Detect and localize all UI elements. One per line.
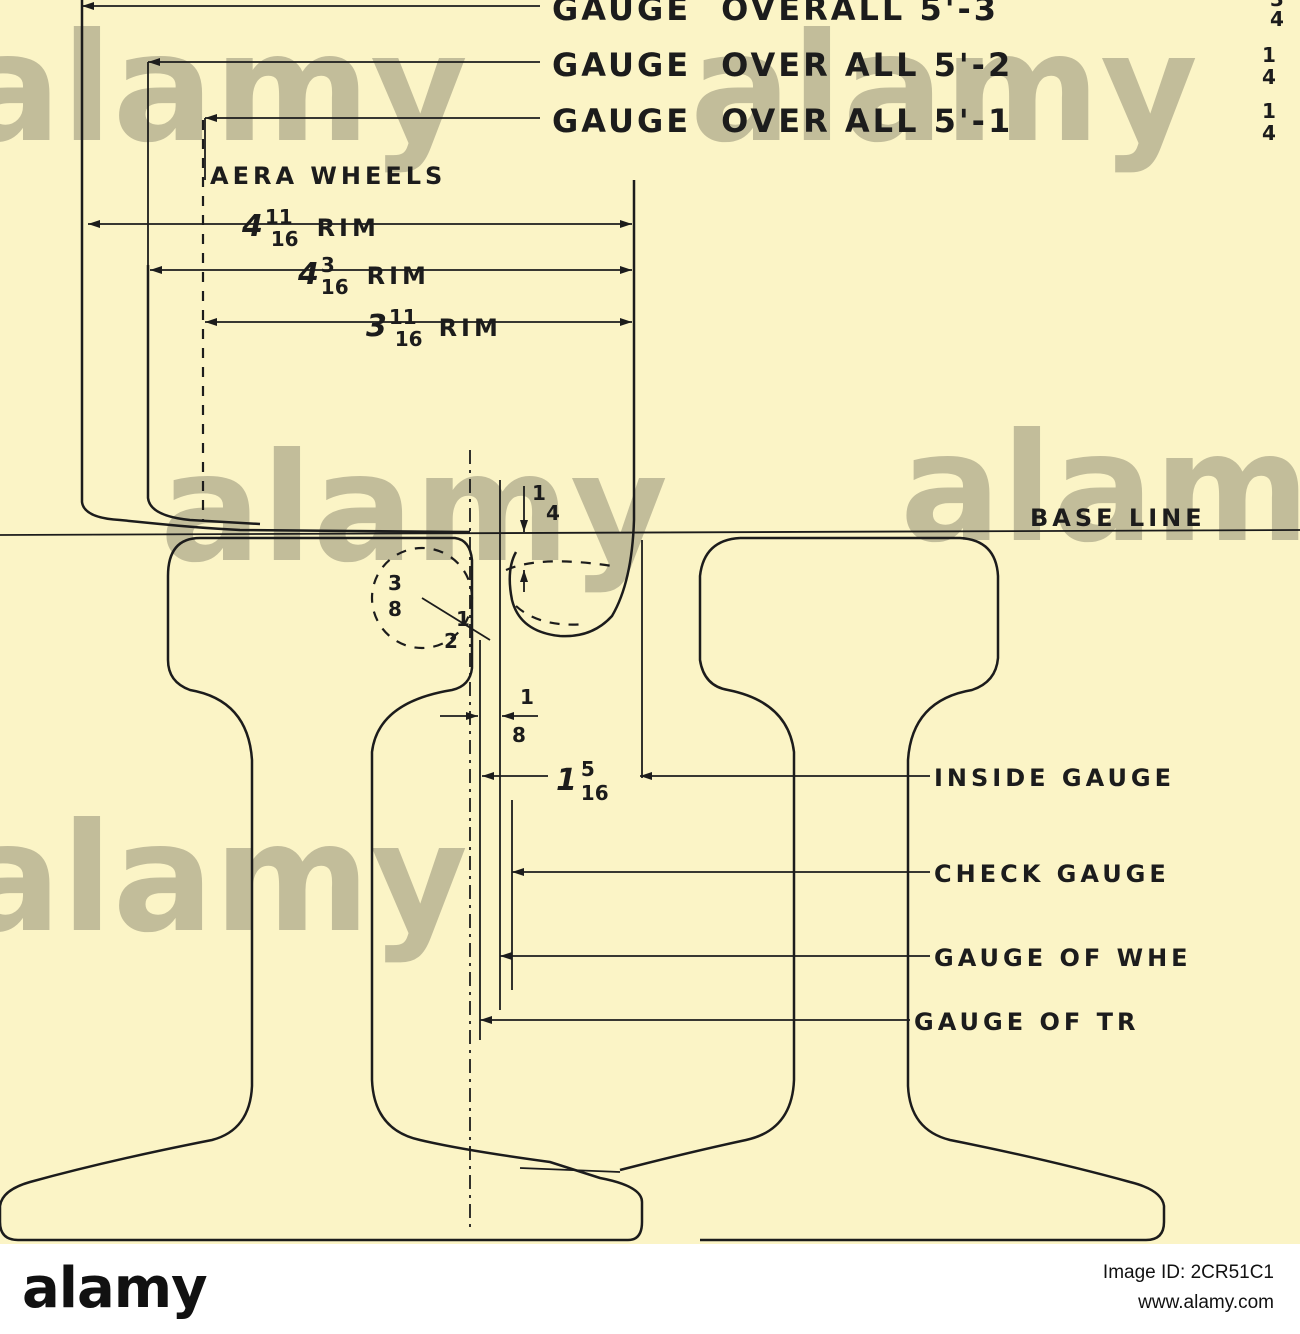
site-url[interactable]: www.alamy.com <box>1138 1292 1274 1313</box>
overall-gauge-label-2-den: 4 <box>1262 65 1276 89</box>
inside-gauge-label: INSIDE GAUGE <box>934 764 1175 792</box>
watermark-3: alamy <box>160 422 668 596</box>
left-rail <box>0 536 644 1242</box>
quarter-dim-num: 1 <box>532 481 546 505</box>
radius-dim-num: 3 <box>388 571 402 595</box>
radius-line <box>421 597 491 641</box>
alamy-logo[interactable]: alamy <box>22 1256 208 1321</box>
overall-gauge-label-3-den: 4 <box>1262 121 1276 145</box>
wheel-gauge-label: GAUGE OF WHE <box>934 944 1192 972</box>
aera-wheels-label: AERA WHEELS <box>210 162 446 190</box>
overall-gauge-label-3-num: 1 <box>1262 99 1276 123</box>
footer-bar: alamy Image ID: 2CR51C1 www.alamy.com <box>0 1244 1300 1334</box>
flange-dashed-bottom <box>515 605 587 626</box>
half-dim-den: 2 <box>444 629 458 653</box>
wheel-flange <box>508 180 636 638</box>
watermark-5: alamy <box>0 792 468 966</box>
watermark-4: alamy <box>900 402 1300 576</box>
rail-web-line <box>519 1167 621 1173</box>
right-rail <box>619 536 1166 1242</box>
base-line-label: BASE LINE <box>1030 504 1206 532</box>
flange-dashed-contour <box>505 560 613 572</box>
wheel-outer-outline <box>80 0 471 534</box>
wheel-rim-outline <box>146 265 261 526</box>
track-gauge-label: GAUGE OF TR <box>914 1008 1139 1036</box>
overall-gauge-label-2-num: 1 <box>1262 43 1276 67</box>
half-dim-num: 1 <box>456 607 470 631</box>
radius-dim-den: 8 <box>388 597 402 621</box>
eighth-dim-num: 1 <box>520 685 534 709</box>
base-line <box>0 529 1300 536</box>
flange-radius-circle <box>370 546 474 650</box>
quarter-dim-den: 4 <box>546 501 560 525</box>
watermark-1: alamy <box>0 2 468 176</box>
check-gauge-label: CHECK GAUGE <box>934 860 1170 888</box>
image-id: Image ID: 2CR51C1 <box>1102 1262 1274 1283</box>
eighth-dim-den: 8 <box>512 723 526 747</box>
watermark-2: alamy <box>690 2 1198 176</box>
overall-gauge-label-1-den: 4 <box>1270 7 1284 31</box>
overall-gauge-label-1-num: 3 <box>1270 0 1284 11</box>
